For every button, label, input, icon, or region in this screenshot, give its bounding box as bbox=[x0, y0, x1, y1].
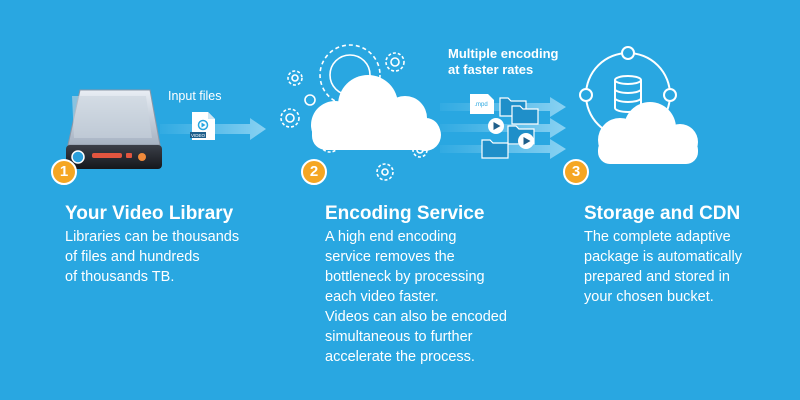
step-1-description: Libraries can be thousands of files and … bbox=[65, 229, 240, 285]
step-2-badge: 2 bbox=[301, 159, 327, 185]
network-ring-icon bbox=[579, 46, 677, 138]
step-3-description: The complete adaptive package is automat… bbox=[584, 229, 742, 305]
step-3-badge: 3 bbox=[563, 159, 589, 185]
folder-icon bbox=[511, 105, 539, 125]
step-3-text: Storage and CDN The complete adaptive pa… bbox=[584, 203, 794, 307]
input-files-label: Input files bbox=[168, 89, 222, 103]
encoding-cloud-icon bbox=[311, 75, 441, 151]
play-icon bbox=[518, 133, 534, 149]
step-2-text: Encoding Service A high end encoding ser… bbox=[325, 203, 555, 367]
multiple-encoding-label: Multiple encoding at faster rates bbox=[448, 46, 559, 77]
step-1-title: Your Video Library bbox=[65, 203, 234, 224]
video-file-icon: VIDEO bbox=[190, 112, 215, 140]
storage-cloud-icon bbox=[598, 102, 698, 164]
step-3-title: Storage and CDN bbox=[584, 203, 741, 224]
step-2-title: Encoding Service bbox=[325, 203, 485, 224]
folder-icon bbox=[481, 139, 509, 159]
step-2-description: A high end encoding service removes the … bbox=[325, 229, 507, 365]
play-icon bbox=[488, 118, 504, 134]
mpd-file-tag: .mpd bbox=[474, 102, 487, 108]
step-1-text: Your Video Library Libraries can be thou… bbox=[65, 203, 275, 287]
output-files-icon: .mpd bbox=[470, 94, 539, 159]
database-icon bbox=[614, 75, 642, 113]
hard-drive-icon bbox=[66, 89, 162, 169]
video-file-tag: VIDEO bbox=[191, 133, 206, 138]
step-1-badge: 1 bbox=[51, 159, 77, 185]
